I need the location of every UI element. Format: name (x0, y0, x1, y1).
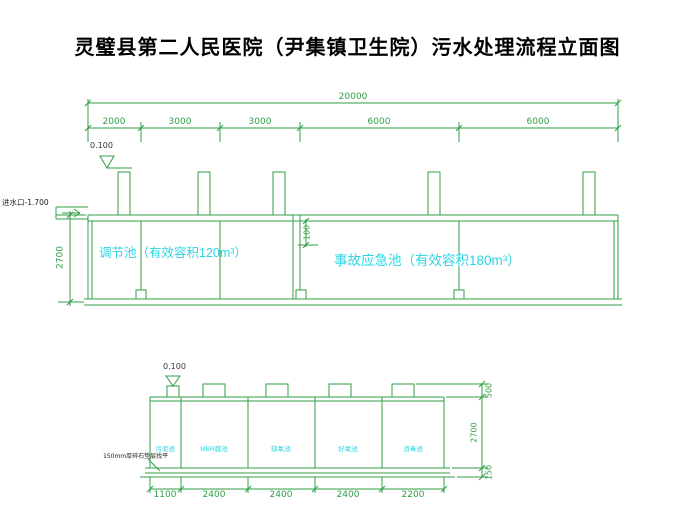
tank-access-stub (117, 171, 131, 216)
tank-access-stub (427, 171, 441, 216)
dim-segment: 6000 (367, 117, 391, 127)
lower-walls (149, 397, 445, 468)
upper-tank-structure (55, 155, 622, 306)
elevation-marker-icon (99, 155, 132, 169)
upper-dim-ticks (84, 99, 622, 132)
tank1-label: 调节池（有效容积120m³） (99, 246, 247, 260)
dim-lower: 2200 (401, 490, 425, 500)
elevation-label-upper: 0.100 (90, 141, 113, 150)
lower-bottom-slab (140, 467, 455, 478)
right-dim-ticks (478, 380, 486, 481)
upper-dimension-lines (56, 99, 622, 306)
dim-right-500: 500 (484, 382, 494, 399)
tank-bottom-slab (84, 298, 622, 306)
compartment-label: 好氧池 (338, 446, 358, 453)
inlet-label: 进水口-1.700 (2, 198, 49, 207)
dim-segment: 3000 (248, 117, 272, 127)
elevation-marker-icon (165, 375, 181, 387)
dim-total-20000: 20000 (338, 92, 368, 102)
dim-lower: 2400 (336, 490, 360, 500)
dim-right-2700: 2700 (469, 422, 479, 443)
dim-segment: 2000 (102, 117, 126, 127)
tank-partitions (140, 221, 460, 299)
elevation-label-lower: 0.100 (163, 362, 186, 371)
tank-access-stub (582, 171, 596, 216)
tank-sump (453, 289, 465, 300)
freeboard-dim-line (298, 217, 318, 249)
lower-cover (202, 383, 226, 398)
tank-sump (295, 289, 307, 300)
lower-cover (328, 383, 352, 398)
tank-top-slab (88, 214, 618, 222)
compartment-label: 缺氧池 (271, 446, 291, 453)
compartment-label: 消毒池 (403, 446, 423, 453)
drawing-title: 灵璧县第二人民医院（尹集镇卫生院）污水处理流程立面图 (74, 37, 621, 59)
base-note: 150mm厚碎石垫层找平 (103, 453, 169, 460)
left-height-dim-line (56, 211, 86, 306)
dim-height-2700: 2700 (55, 246, 66, 269)
lower-tank-structure (140, 375, 455, 478)
compartment-label: 污泥池 (155, 446, 175, 453)
dim-freeboard-100: 100 (302, 224, 312, 241)
lower-vent-stub (166, 385, 180, 398)
dim-segment: 3000 (168, 117, 192, 127)
dim-right-150: 150 (484, 464, 494, 481)
tank2-label: 事故应急池（有效容积180m³） (334, 253, 521, 268)
note-leader-line (147, 458, 161, 472)
lower-dim-ticks (146, 485, 448, 493)
lower-top-slab (150, 396, 444, 402)
tank-access-stub (197, 171, 211, 216)
tank-access-stub (272, 171, 286, 216)
dim-lower: 2400 (269, 490, 293, 500)
lower-cover (391, 383, 415, 398)
tank-sump (135, 289, 147, 300)
tank-walls (87, 215, 619, 299)
dim-segment: 6000 (526, 117, 550, 127)
compartment-label: MBR膜池 (200, 446, 228, 453)
inlet-pipe (55, 206, 88, 220)
dim-lower: 2400 (202, 490, 226, 500)
lower-cover (265, 383, 289, 398)
right-dim-line (416, 383, 488, 478)
lower-dimension-lines (146, 380, 488, 493)
dim-lower: 1100 (153, 490, 177, 500)
